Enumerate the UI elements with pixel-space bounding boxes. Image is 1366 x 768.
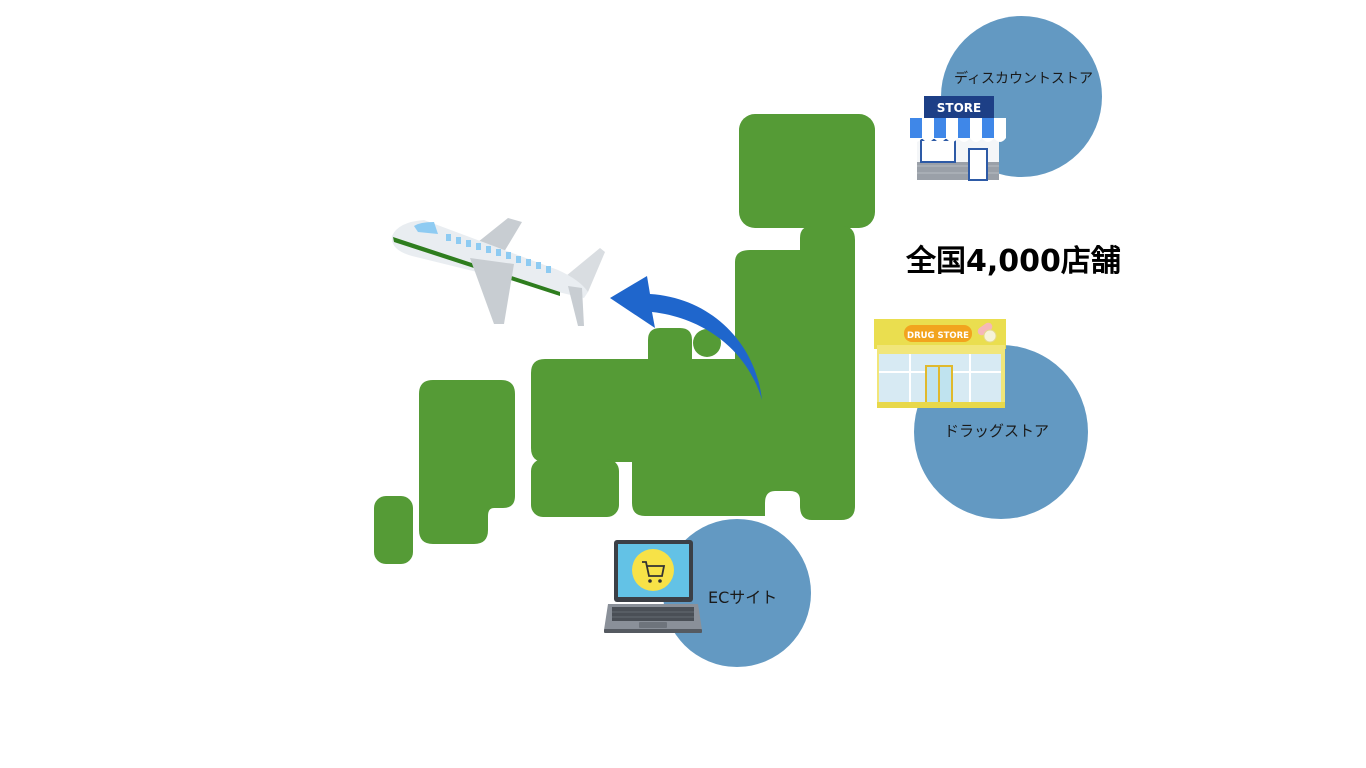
map-south-island xyxy=(374,496,413,564)
store-sign-text: STORE xyxy=(937,101,981,115)
map-kyushu xyxy=(419,380,515,544)
drug-store-label: ドラッグストア xyxy=(944,422,1050,440)
map-honshu-west xyxy=(531,328,744,462)
ec-site-label: ECサイト xyxy=(708,588,778,607)
map-bay-edge xyxy=(693,329,721,357)
map-shikoku xyxy=(531,459,619,517)
map-hokkaido xyxy=(739,114,875,228)
store-count-headline: 全国4,000店舗 xyxy=(906,244,1121,279)
discount-store-label: ディスカウントストア xyxy=(954,71,1094,87)
drug-store-sign-text: DRUG STORE xyxy=(907,331,969,341)
